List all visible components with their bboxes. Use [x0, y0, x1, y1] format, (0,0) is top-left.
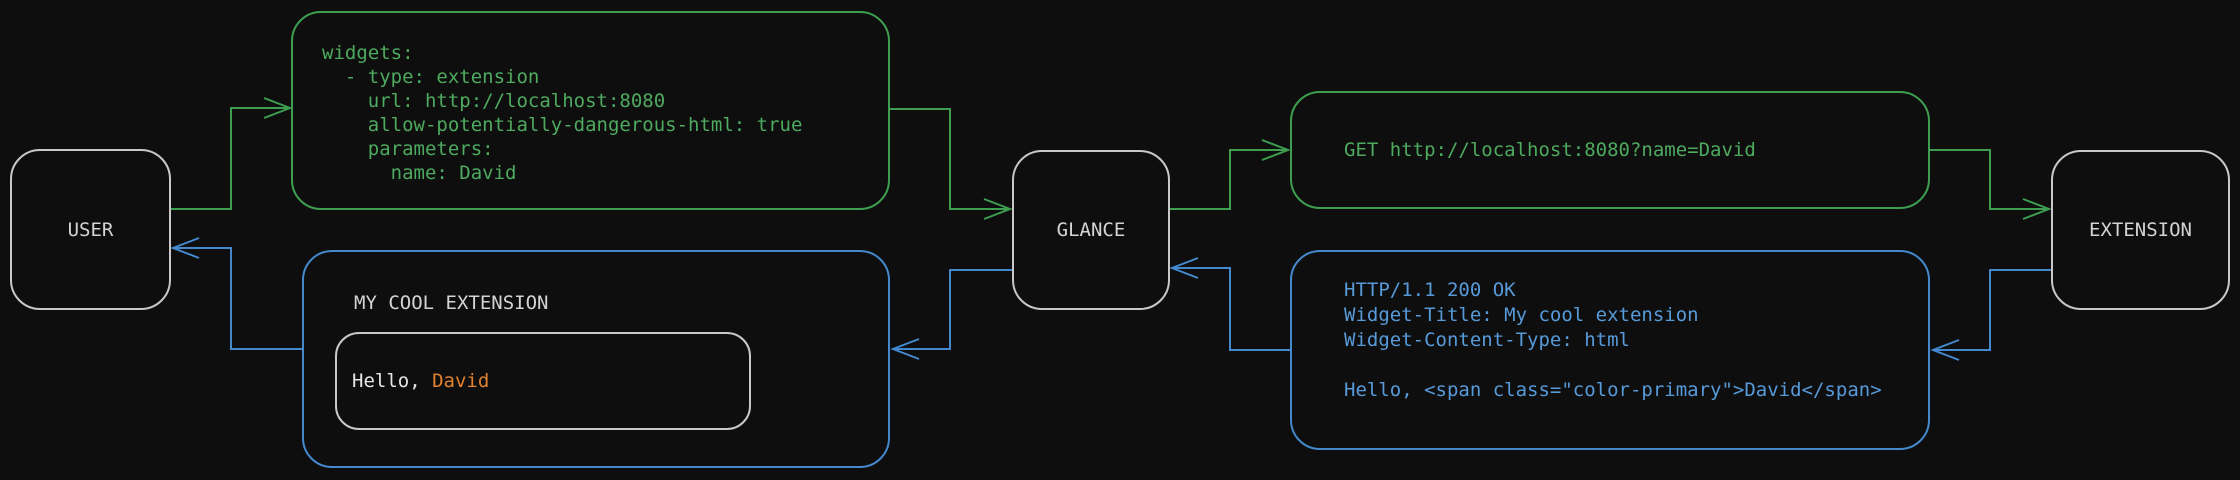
arrowhead-right-icon [2022, 198, 2052, 220]
arrowhead-right-icon [1261, 139, 1291, 161]
arrow-widget-to-user [170, 237, 302, 350]
arrowhead-left-icon [890, 338, 920, 360]
glance-node: GLANCE [1012, 150, 1170, 310]
user-node-label: USER [67, 218, 114, 241]
user-node: USER [10, 149, 171, 310]
widget-title: MY COOL EXTENSION [354, 292, 549, 314]
arrowhead-right-icon [983, 198, 1013, 220]
http-response-box: HTTP/1.1 200 OK Widget-Title: My cool ex… [1290, 250, 1930, 450]
extension-node: EXTENSION [2051, 150, 2230, 310]
http-response-text: HTTP/1.1 200 OK Widget-Title: My cool ex… [1344, 279, 1882, 401]
extension-node-label: EXTENSION [2089, 219, 2192, 241]
arrow-response-to-glance [1169, 257, 1290, 351]
greeting-prefix: Hello, [352, 370, 433, 392]
glance-node-label: GLANCE [1056, 219, 1126, 241]
config-yaml-box: widgets: - type: extension url: http://l… [291, 11, 890, 210]
widget-greeting-box: Hello, David [335, 332, 751, 430]
get-request-text: GET http://localhost:8080?name=David [1344, 139, 1756, 161]
arrowhead-left-icon [170, 237, 200, 259]
arrow-get-to-extension [1930, 149, 2052, 220]
arrowhead-left-icon [1169, 257, 1199, 279]
arrow-extension-to-response [1930, 269, 2051, 361]
arrow-glance-to-widget [890, 269, 1012, 360]
arrowhead-right-icon [263, 97, 293, 119]
greeting-name: David [432, 370, 490, 392]
get-request-box: GET http://localhost:8080?name=David [1290, 91, 1930, 209]
config-yaml-text: widgets: - type: extension url: http://l… [322, 42, 803, 184]
widget-preview-box: MY COOL EXTENSION Hello, David [302, 250, 890, 468]
arrow-user-to-config [171, 97, 293, 210]
arrow-config-to-glance [890, 108, 1013, 220]
arrow-glance-to-get [1170, 139, 1291, 210]
arrowhead-left-icon [1930, 339, 1960, 361]
